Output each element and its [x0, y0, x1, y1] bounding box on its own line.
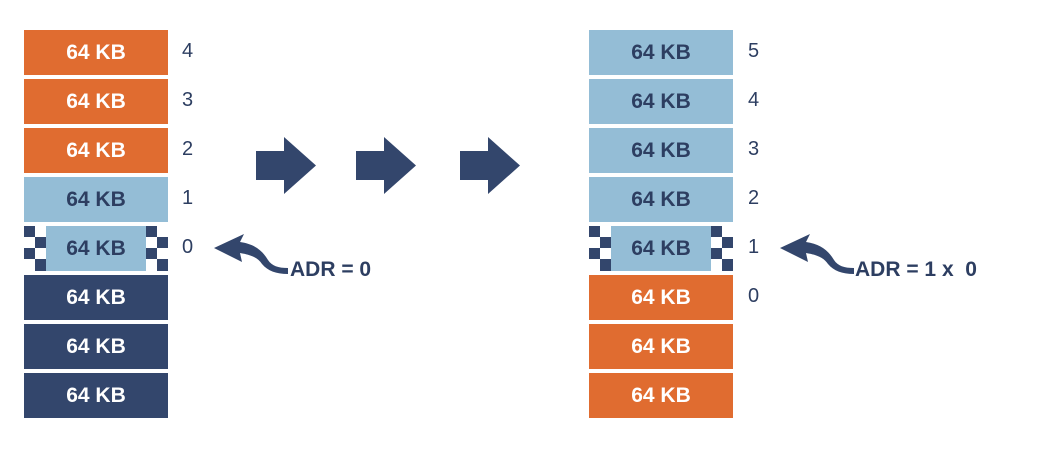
memory-block: 64 KB — [589, 324, 733, 369]
memory-block: 64 KB — [589, 177, 733, 222]
memory-block: 64 KB — [589, 128, 733, 173]
active-memory-block: 64 KB — [589, 226, 733, 271]
block-label: 64 KB — [66, 285, 126, 309]
pointer-arrow-icon — [780, 234, 854, 274]
block-index: 4 — [748, 89, 760, 111]
block-index: 5 — [748, 40, 760, 62]
block-label: 64 KB — [66, 383, 126, 407]
memory-block: 64 KB — [589, 30, 733, 75]
memory-block: 64 KB — [24, 30, 168, 75]
memory-block: 64 KB — [24, 324, 168, 369]
block-index: 2 — [182, 138, 194, 160]
block-index: 1 — [748, 236, 760, 258]
block-label: 64 KB — [631, 383, 691, 407]
block-index: 3 — [182, 89, 194, 111]
block-label: 64 KB — [631, 187, 691, 211]
pointer-label: ADR = 0 — [290, 258, 372, 281]
block-label: 64 KB — [631, 236, 691, 260]
block-index: 0 — [748, 285, 760, 307]
checker-pattern-icon — [24, 226, 46, 271]
memory-block: 64 KB — [24, 79, 168, 124]
memory-block: 64 KB — [24, 373, 168, 418]
block-label: 64 KB — [66, 138, 126, 162]
memory-block: 64 KB — [24, 275, 168, 320]
active-block-fill — [46, 226, 146, 271]
block-index: 3 — [748, 138, 760, 160]
memory-block: 64 KB — [589, 373, 733, 418]
memory-block: 64 KB — [24, 128, 168, 173]
left-memory-stack: 64 KB 64 KB 64 KB 64 KB 64 KB 64 KB 64 K… — [24, 30, 168, 422]
pointer-label: ADR = 1 x 0 — [855, 258, 977, 281]
block-label: 64 KB — [66, 187, 126, 211]
active-block-fill — [611, 226, 711, 271]
right-arrow-icon — [256, 137, 316, 194]
block-index: 4 — [182, 40, 194, 62]
block-index: 1 — [182, 187, 194, 209]
block-label: 64 KB — [631, 138, 691, 162]
block-label: 64 KB — [66, 334, 126, 358]
checker-pattern-icon — [589, 226, 611, 271]
block-index: 2 — [748, 187, 760, 209]
block-label: 64 KB — [66, 89, 126, 113]
checker-pattern-icon — [711, 226, 733, 271]
memory-block: 64 KB — [589, 275, 733, 320]
block-label: 64 KB — [66, 236, 126, 260]
pointer-arrow-icon — [214, 234, 288, 274]
right-arrow-icon — [460, 137, 520, 194]
memory-block: 64 KB — [589, 79, 733, 124]
block-label: 64 KB — [66, 40, 126, 64]
block-label: 64 KB — [631, 285, 691, 309]
block-label: 64 KB — [631, 40, 691, 64]
right-arrow-icon — [356, 137, 416, 194]
memory-block: 64 KB — [24, 177, 168, 222]
block-label: 64 KB — [631, 89, 691, 113]
block-label: 64 KB — [631, 334, 691, 358]
checker-pattern-icon — [146, 226, 168, 271]
active-memory-block: 64 KB — [24, 226, 168, 271]
right-memory-stack: 64 KB 64 KB 64 KB 64 KB 64 KB 64 KB 64 K… — [589, 30, 733, 422]
block-index: 0 — [182, 236, 194, 258]
